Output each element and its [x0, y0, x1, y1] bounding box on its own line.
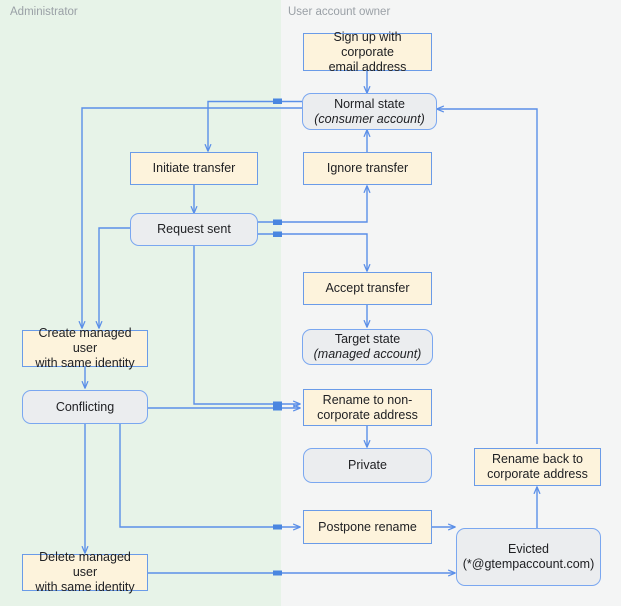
node-label-line: Conflicting [55, 399, 115, 414]
node-label-line: Delete managed user [39, 550, 131, 579]
lane-label-user-account-owner: User account owner [288, 6, 391, 18]
node-label-line: Normal state [334, 96, 405, 111]
node-postpone-rename[interactable]: Postpone rename [303, 510, 432, 544]
node-label-line: corporate address [317, 407, 418, 422]
node-label-sublabel: (consumer account) [314, 111, 425, 126]
node-label-line: email address [328, 59, 407, 74]
node-label-line: (*@gtempaccount.com) [462, 557, 595, 571]
node-label-line: Request sent [157, 222, 231, 236]
node-label-line: with same identity [35, 356, 135, 370]
node-label-line: Rename back to [491, 452, 584, 466]
node-accept-transfer[interactable]: Accept transfer [303, 272, 432, 305]
node-ignore-transfer[interactable]: Ignore transfer [303, 152, 432, 185]
node-label-line: Evicted [508, 542, 549, 556]
node-label-line: with same identity [35, 580, 135, 594]
node-initiate-transfer[interactable]: Initiate transfer [130, 152, 258, 185]
node-private[interactable]: Private [303, 448, 432, 483]
node-normal-state[interactable]: Normal state(consumer account) [302, 93, 437, 130]
node-rename-to-non-corporate-address[interactable]: Rename to non-corporate address [303, 389, 432, 426]
node-label-line: Sign up with corporate [333, 29, 402, 59]
node-label-line: Create managed user [38, 326, 132, 355]
node-conflicting[interactable]: Conflicting [22, 390, 148, 424]
node-label-line: Target state [334, 332, 401, 346]
edge-junction-markers [273, 98, 282, 576]
node-label-line: Ignore transfer [326, 161, 409, 175]
node-label-sublabel: (managed account) [313, 347, 422, 361]
node-label-line: Postpone rename [318, 519, 417, 534]
node-label-line: Accept transfer [325, 281, 410, 295]
node-target-state[interactable]: Target state(managed account) [302, 329, 433, 365]
lane-bg-administrator [0, 0, 281, 606]
lane-label-administrator: Administrator [10, 6, 78, 18]
node-label-line: Rename to non- [322, 392, 413, 407]
node-evicted[interactable]: Evicted(*@gtempaccount.com) [456, 528, 601, 586]
node-label-line: Private [348, 458, 387, 472]
node-label-line: Initiate transfer [152, 161, 236, 175]
node-label-line: corporate address [487, 467, 588, 481]
node-request-sent[interactable]: Request sent [130, 213, 258, 246]
